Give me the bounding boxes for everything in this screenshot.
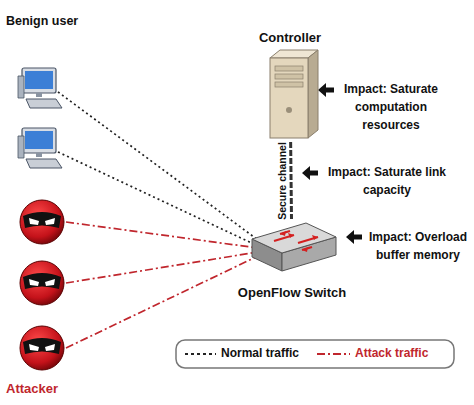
impact-arrow <box>318 83 334 97</box>
node-title: Controller <box>258 30 322 45</box>
switch-arrowhead <box>280 231 286 236</box>
secure-channel-link <box>289 142 293 219</box>
server-icon <box>258 48 322 142</box>
drive-bay <box>275 82 303 87</box>
legend-item: Attack traffic <box>316 345 446 363</box>
normal-traffic-line <box>58 152 258 246</box>
attacker-icon <box>20 261 64 305</box>
impact-note: Impact: Saturate link capacity <box>320 163 454 199</box>
legend-text: Normal traffic <box>221 346 299 360</box>
attacker-icon <box>20 326 64 370</box>
drive-bay <box>275 66 303 71</box>
attacker-icon <box>20 200 64 244</box>
legend-frame <box>176 340 454 368</box>
controller-node: Controller <box>258 30 322 142</box>
attack-traffic-lines <box>66 222 258 348</box>
computer-icon <box>18 128 62 168</box>
drive-bay <box>275 74 303 79</box>
switch-top <box>252 223 336 253</box>
impact-note: Impact: Saturate computation resources <box>334 80 448 134</box>
switch-icon <box>232 219 352 279</box>
switch-arrowhead <box>288 233 294 238</box>
legend-text: Attack traffic <box>355 346 428 360</box>
impact-arrow <box>302 166 318 180</box>
power-button <box>286 107 292 113</box>
impact-note: Impact: Overload buffer memory <box>364 228 472 264</box>
icon-group <box>270 50 318 138</box>
impact-arrow <box>346 230 362 244</box>
switch-node: OpenFlow Switch <box>232 219 352 307</box>
switch-arrowhead <box>312 235 318 240</box>
normal-traffic-line <box>58 92 258 240</box>
attack-traffic-line <box>66 222 258 248</box>
group-label: Attacker <box>6 380 86 398</box>
legend-sample <box>184 345 218 363</box>
attack-traffic-line <box>66 256 258 348</box>
server-front <box>270 58 308 138</box>
legend-sample <box>316 345 352 363</box>
link-label: Secure channel <box>276 140 288 222</box>
legend-line <box>185 353 216 355</box>
group-label: Benign user <box>6 12 116 30</box>
switch-arrowhead <box>302 247 308 252</box>
computer-icon <box>18 68 62 108</box>
legend-item: Normal traffic <box>184 345 314 363</box>
attack-traffic-line <box>66 252 258 283</box>
legend-line <box>317 353 350 355</box>
normal-traffic-lines <box>58 92 258 246</box>
node-title: OpenFlow Switch <box>232 285 352 300</box>
icon-group <box>252 223 336 271</box>
server-side <box>308 50 318 138</box>
